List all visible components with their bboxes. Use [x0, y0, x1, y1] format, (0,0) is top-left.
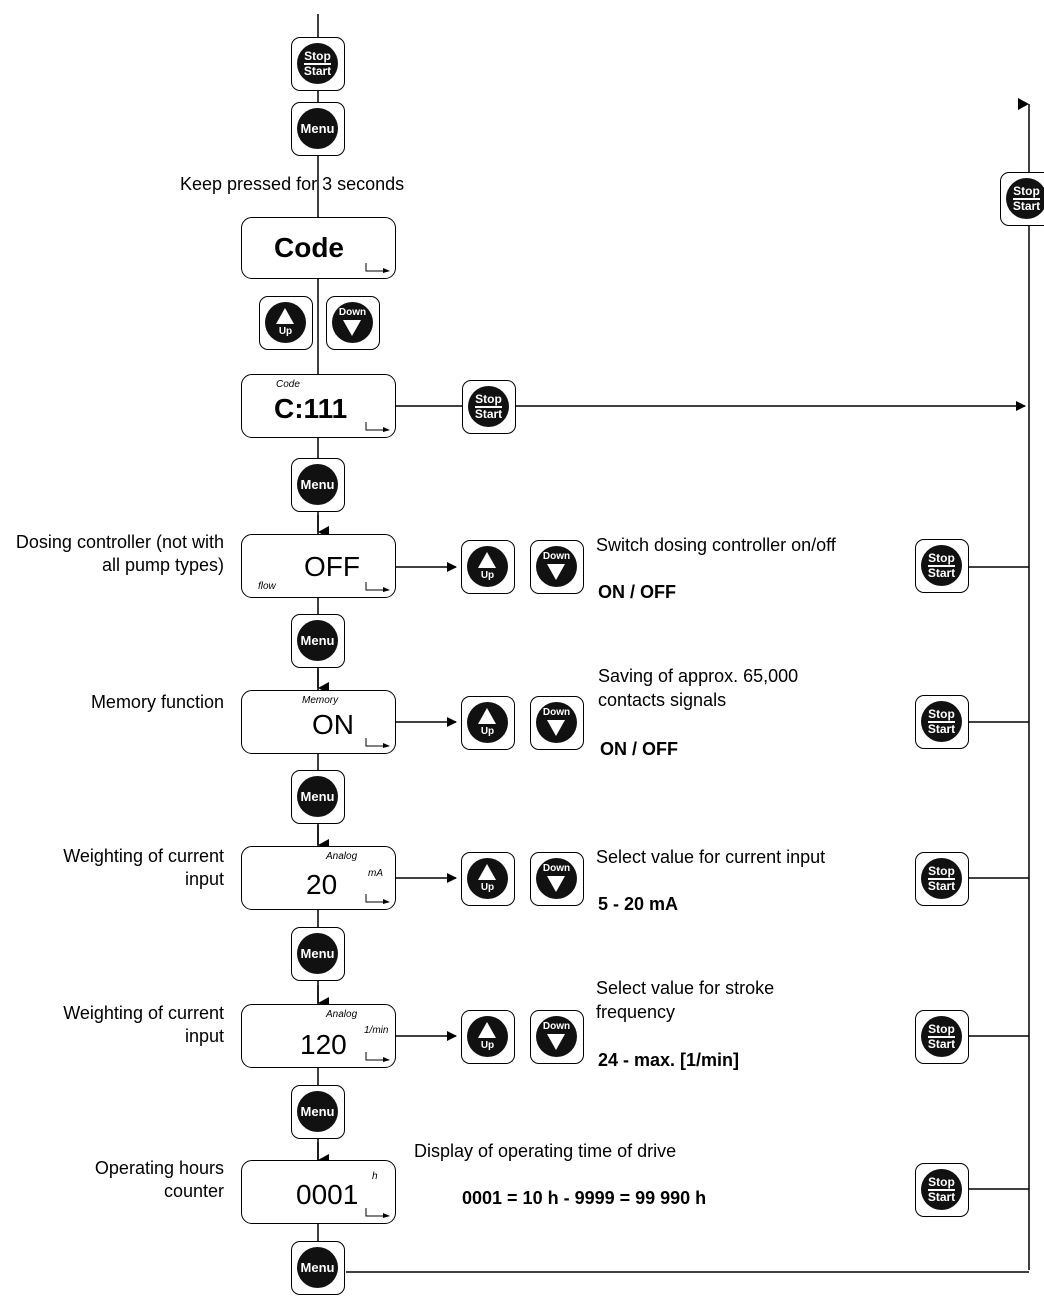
down-arrow-icon: Down [332, 302, 373, 343]
corner-arrow-icon [365, 263, 390, 273]
menu-icon: Menu [297, 108, 338, 149]
down-button-memory[interactable]: Down [530, 696, 584, 750]
memory-display: Memory ON [241, 690, 396, 754]
hours-display: 0001 h [241, 1160, 396, 1224]
stroke-description: Select value for stroke frequency [596, 978, 775, 1022]
menu-button-top[interactable]: Menu [291, 102, 345, 156]
up-arrow-icon: Up [467, 858, 508, 899]
up-arrow-icon: Up [467, 702, 508, 743]
dosing-display: OFF flow [241, 534, 396, 598]
menu-button-3[interactable]: Menu [291, 614, 345, 668]
corner-arrow-icon [365, 894, 390, 904]
memory-label: Memory function [90, 692, 224, 712]
down-button-code[interactable]: Down [326, 296, 380, 350]
stop-start-button-top[interactable]: Stop Start [291, 37, 345, 91]
memory-description: Saving of approx. 65,000 contacts signal… [598, 666, 799, 710]
current-range: 5 - 20 mA [598, 894, 679, 914]
corner-arrow-icon [365, 582, 390, 592]
up-arrow-icon: Up [467, 546, 508, 587]
up-button-dosing[interactable]: Up [461, 540, 515, 594]
up-button-memory[interactable]: Up [461, 696, 515, 750]
stroke-display: Analog 120 1/min [241, 1004, 396, 1068]
menu-button-bottom[interactable]: Menu [291, 1241, 345, 1295]
down-button-current[interactable]: Down [530, 852, 584, 906]
keep-pressed-caption: Keep pressed for 3 seconds [180, 174, 405, 194]
menu-icon: Menu [297, 933, 338, 974]
dosing-description: Switch dosing controller on/off [596, 535, 836, 555]
stroke-range: 24 - max. [1/min] [598, 1050, 740, 1070]
down-button-stroke[interactable]: Down [530, 1010, 584, 1064]
memory-range: ON / OFF [600, 739, 678, 759]
hours-range: 0001 = 10 h - 9999 = 99 990 h [462, 1188, 707, 1208]
corner-arrow-icon [365, 738, 390, 748]
menu-icon: Menu [297, 1247, 338, 1288]
up-button-code[interactable]: Up [259, 296, 313, 350]
hours-description: Display of operating time of drive [414, 1141, 677, 1161]
up-button-current[interactable]: Up [461, 852, 515, 906]
menu-icon: Menu [297, 464, 338, 505]
code-display: Code [241, 217, 396, 279]
corner-arrow-icon [365, 1208, 390, 1218]
code-entry-display: Code C:111 [241, 374, 396, 438]
menu-button-2[interactable]: Menu [291, 458, 345, 512]
down-arrow-icon: Down [536, 546, 577, 587]
down-arrow-icon: Down [536, 702, 577, 743]
current-description: Select value for current input [596, 847, 826, 867]
menu-button-5[interactable]: Menu [291, 927, 345, 981]
menu-button-6[interactable]: Menu [291, 1085, 345, 1139]
down-button-dosing[interactable]: Down [530, 540, 584, 594]
down-arrow-icon: Down [536, 858, 577, 899]
menu-icon: Menu [297, 620, 338, 661]
up-arrow-icon: Up [467, 1016, 508, 1057]
menu-icon: Menu [297, 1091, 338, 1132]
menu-button-4[interactable]: Menu [291, 770, 345, 824]
down-arrow-icon: Down [536, 1016, 577, 1057]
current-display: Analog 20 mA [241, 846, 396, 910]
menu-icon: Menu [297, 776, 338, 817]
stop-start-icon: Stop Start [297, 43, 338, 84]
current-label: Weighting of current input [63, 846, 224, 889]
stroke-label: Weighting of current input [63, 1003, 224, 1046]
up-button-stroke[interactable]: Up [461, 1010, 515, 1064]
dosing-range: ON / OFF [598, 582, 676, 602]
hours-label: Operating hours counter [94, 1158, 224, 1201]
up-arrow-icon: Up [265, 302, 306, 343]
corner-arrow-icon [365, 422, 390, 432]
corner-arrow-icon [365, 1052, 390, 1062]
dosing-label: Dosing controller (not with all pump typ… [15, 532, 224, 575]
